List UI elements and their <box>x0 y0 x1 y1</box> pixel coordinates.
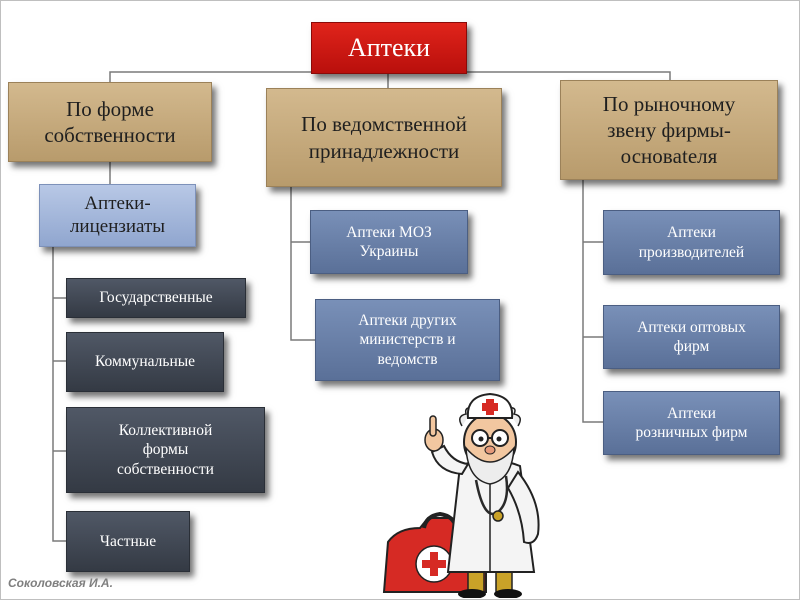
doctor-cap-icon <box>466 392 514 419</box>
ownership-item-collective: Коллективной формы собственности <box>66 407 265 493</box>
category-ownership: По форме собственности <box>8 82 212 162</box>
licensed-pharmacies-node: Аптеки- лицензиаты <box>39 184 196 247</box>
category-market: По рыночному звену фирмы- основateля <box>560 80 778 180</box>
author-credit: Соколовская И.А. <box>8 576 113 590</box>
ownership-item-private: Частные <box>66 511 190 572</box>
departmental-item-moz: Аптеки МОЗ Украины <box>310 210 468 274</box>
market-item-producers: Аптеки производителей <box>603 210 780 275</box>
market-item-wholesale: Аптеки оптовых фирм <box>603 305 780 369</box>
ownership-item-state: Государственные <box>66 278 246 318</box>
doctor-illustration-icon <box>382 392 540 598</box>
departmental-item-other: Аптеки других министерств и ведомств <box>315 299 500 381</box>
ownership-item-communal: Коммунальные <box>66 332 224 392</box>
root-node: Аптеки <box>311 22 467 74</box>
market-item-retail: Аптеки розничных фирм <box>603 391 780 455</box>
category-departmental: По ведомственной принадлежности <box>266 88 502 187</box>
